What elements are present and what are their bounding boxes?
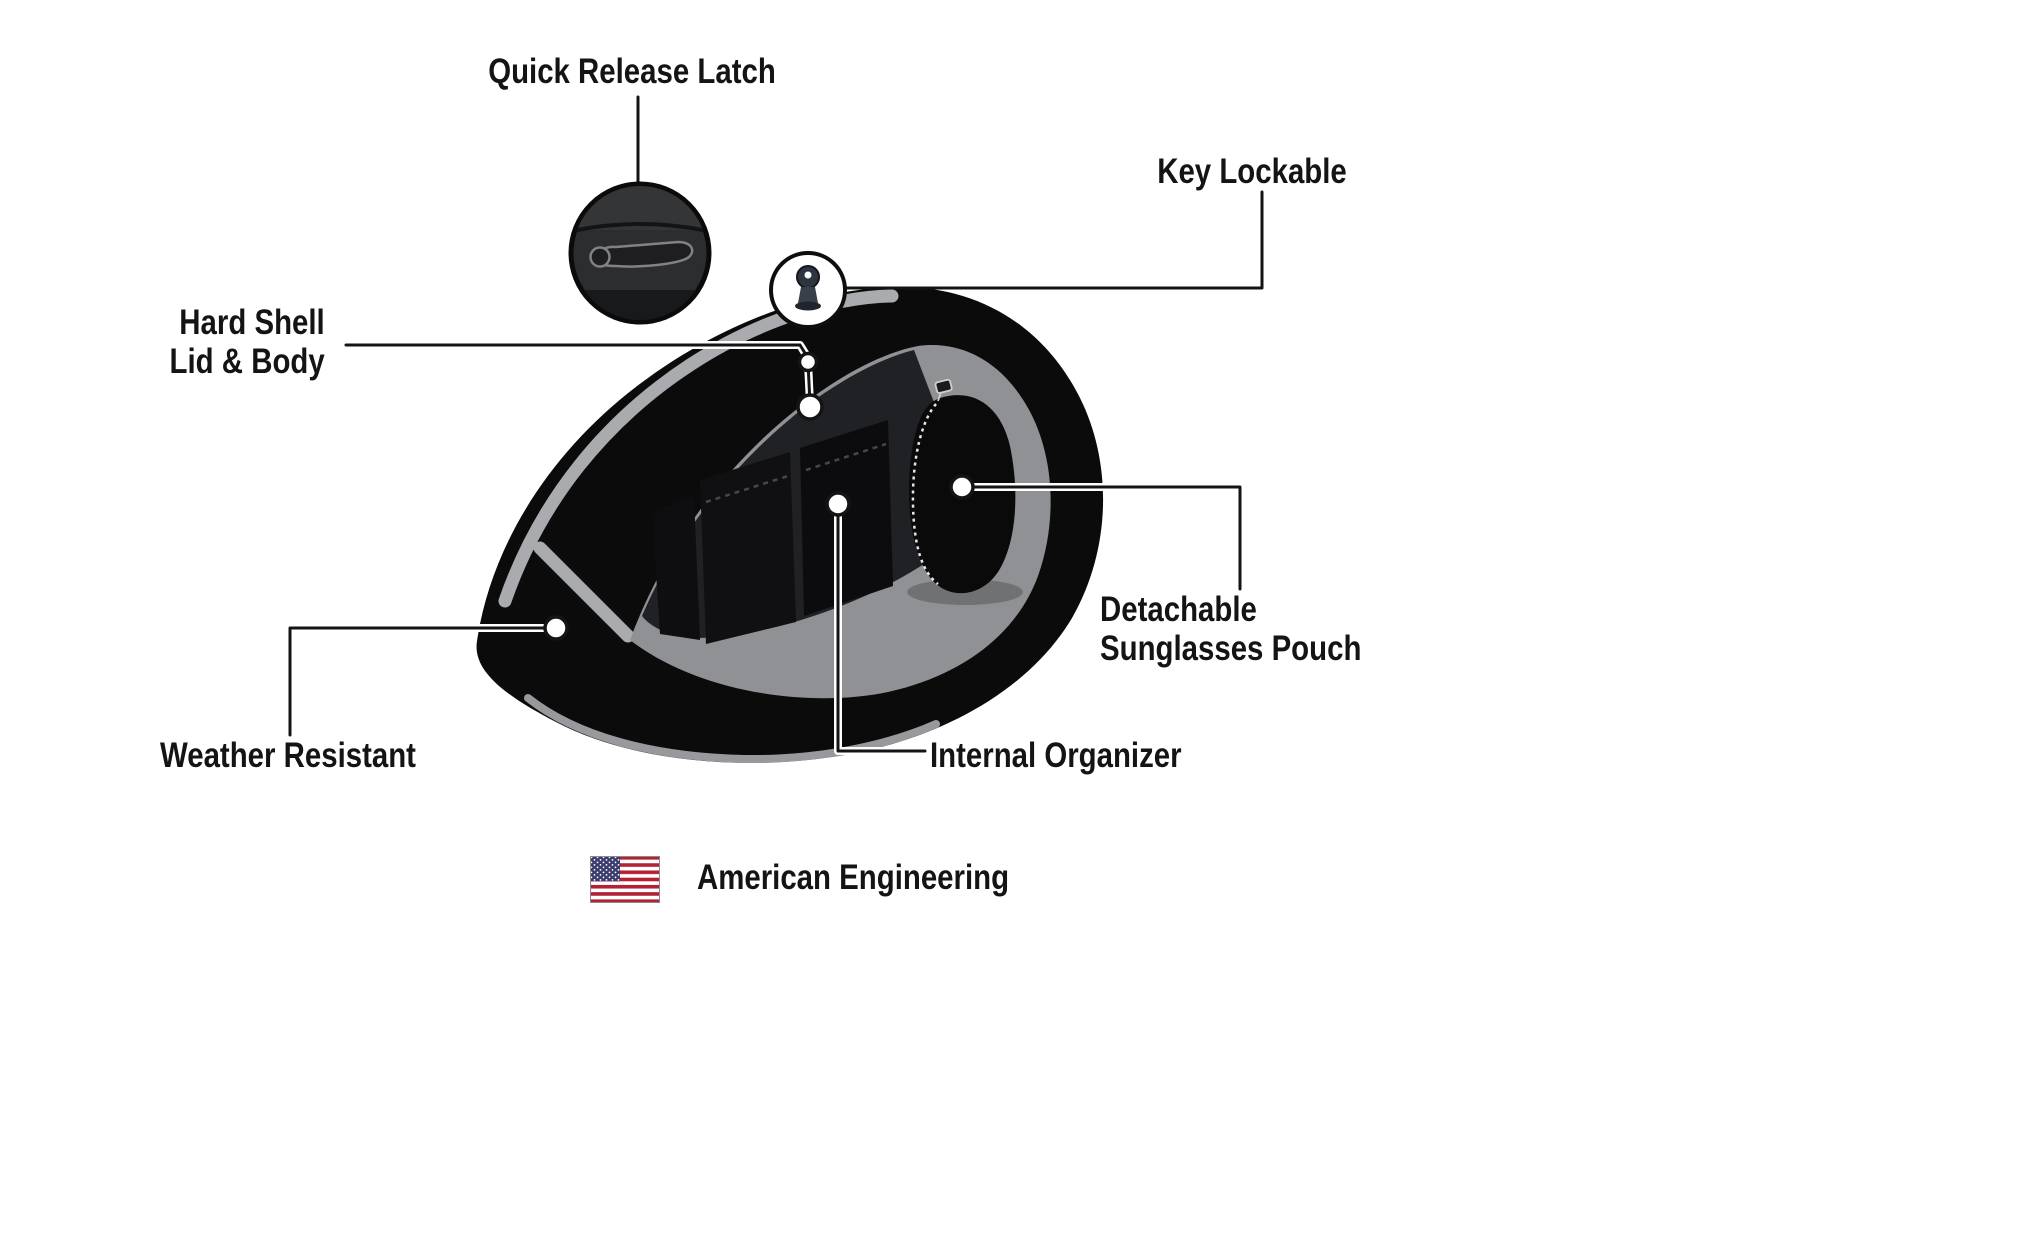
organizer-pocket-2-stitch	[805, 442, 887, 472]
label-internal-organizer: Internal Organizer	[930, 736, 1182, 775]
pouch-zipper-pull-icon	[934, 378, 953, 402]
label-weather-resistant: Weather Resistant	[160, 736, 416, 775]
callout-dot-lid	[797, 351, 819, 373]
callout-line-pouch	[972, 485, 1242, 591]
callout-line-organizer	[836, 510, 927, 753]
label-key-lockable: Key Lockable	[1157, 152, 1347, 191]
callout-dot-organizer	[825, 491, 851, 517]
callout-dot-pouch	[949, 474, 975, 500]
key-icon	[795, 265, 821, 311]
label-hard-shell-lid-body: Hard Shell Lid & Body	[169, 303, 325, 381]
pouch-zipper	[911, 403, 939, 585]
label-detachable-sunglasses-pouch: Detachable Sunglasses Pouch	[1100, 590, 1362, 668]
organizer-pocket-1	[700, 452, 796, 644]
callout-line-key-lockable	[845, 190, 1264, 290]
organizer-pocket-left	[652, 496, 700, 640]
label-american-engineering: American Engineering	[697, 858, 1010, 897]
saddlebag-illustration	[476, 286, 1104, 764]
latch-lever-icon	[589, 240, 694, 268]
callout-dot-body	[796, 393, 824, 421]
key-badge	[769, 251, 847, 329]
callout-dot-weather	[543, 615, 569, 641]
organizer-pocket-1-stitch	[705, 474, 789, 504]
bag-bottom-trim	[524, 694, 940, 764]
organizer-pocket-2	[800, 420, 893, 616]
callout-dots	[543, 351, 975, 641]
callout-lines	[286, 95, 1264, 755]
us-flag-icon	[590, 856, 660, 903]
label-quick-release-latch: Quick Release Latch	[488, 52, 776, 91]
latch-detail-icon	[568, 181, 712, 325]
bag-rim-chevron	[533, 541, 635, 643]
callout-line-weather	[288, 626, 547, 737]
